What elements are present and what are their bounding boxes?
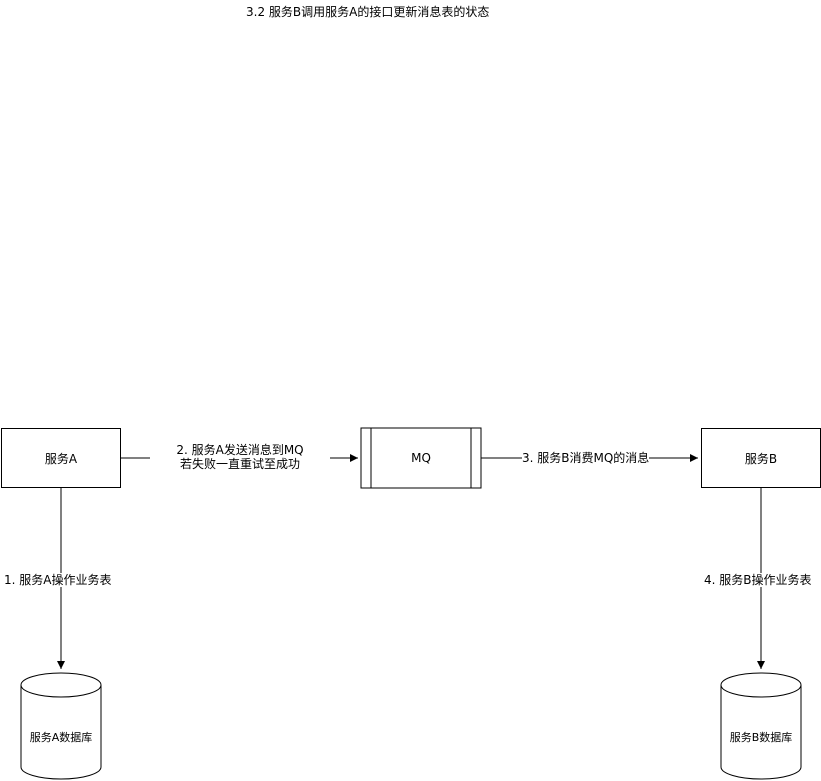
db-b-label: 服务B数据库: [729, 731, 793, 744]
service-a-label: 服务A: [44, 451, 78, 466]
db-a-label: 服务A数据库: [29, 731, 93, 744]
diagram-title: 3.2 服务B调用服务A的接口更新消息表的状态: [246, 5, 490, 19]
service-b-label: 服务B: [744, 451, 778, 466]
edge-a-to-mq-label-line2: 若失败一直重试至成功: [179, 457, 300, 471]
edge-a-to-mq-label-line1: 2. 服务A发送消息到MQ: [176, 443, 304, 457]
service-b-node[interactable]: 服务B: [701, 428, 821, 488]
db-b-node[interactable]: [720, 672, 802, 780]
mq-node[interactable]: [360, 427, 482, 489]
mq-label: MQ: [411, 451, 431, 465]
edge-b-to-db-label: 4. 服务B操作业务表: [704, 573, 812, 587]
edge-a-to-mq-label: 2. 服务A发送消息到MQ 若失败一直重试至成功: [150, 443, 330, 471]
edge-a-to-db-label: 1. 服务A操作业务表: [4, 573, 112, 587]
edge-mq-to-b-label: 3. 服务B消费MQ的消息: [522, 451, 650, 465]
service-a-node[interactable]: 服务A: [1, 428, 121, 488]
db-a-node[interactable]: [20, 672, 102, 780]
